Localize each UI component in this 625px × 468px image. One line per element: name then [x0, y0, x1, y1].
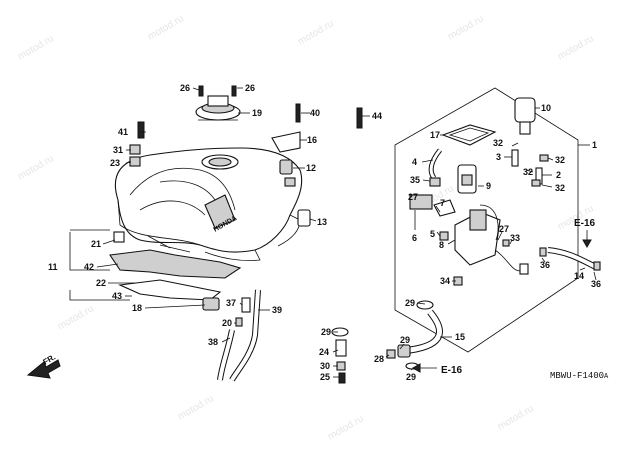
- callout-29: 29: [400, 335, 410, 345]
- callout-32: 32: [555, 183, 565, 193]
- callout-14: 14: [574, 271, 584, 281]
- fuel-pump-group-outline: [394, 87, 579, 353]
- callout-27: 27: [499, 224, 509, 234]
- callout-42: 42: [84, 262, 94, 272]
- callout-numbers: 26 26 19 41 31 23 40 16 12 13 44 21 11 4…: [48, 83, 601, 382]
- watermark: motod.ru: [326, 413, 366, 442]
- watermark: motod.ru: [56, 303, 96, 332]
- watermark: motod.ru: [556, 33, 596, 62]
- diagram-code-number: F1400: [577, 371, 604, 381]
- watermark: motod.ru: [296, 18, 336, 47]
- callout-6: 6: [412, 233, 417, 243]
- callout-5: 5: [430, 229, 435, 239]
- callout-40: 40: [310, 108, 320, 118]
- reference-label: E-16: [574, 218, 596, 229]
- callout-18: 18: [132, 303, 142, 313]
- callout-21: 21: [91, 239, 101, 249]
- watermark: motod.ru: [176, 393, 216, 422]
- svg-text:MBWU-F1400A: MBWU-F1400A: [550, 371, 609, 381]
- callout-41: 41: [118, 127, 128, 137]
- callout-37: 37: [226, 298, 236, 308]
- watermark: motod.ru: [146, 13, 186, 42]
- callout-9: 9: [486, 181, 491, 191]
- leader-lines: [69, 87, 597, 378]
- tank-hardware-left: [113, 121, 145, 243]
- fuel-tank: HONDA: [114, 147, 303, 261]
- callout-15: 15: [455, 332, 465, 342]
- callout-17: 17: [430, 130, 440, 140]
- callout-33: 33: [510, 233, 520, 243]
- callout-19: 19: [252, 108, 262, 118]
- fuel-feed-hose: [331, 276, 463, 384]
- callout-34: 34: [440, 276, 450, 286]
- callout-30: 30: [320, 361, 330, 371]
- callout-29: 29: [321, 327, 331, 337]
- callout-26: 26: [180, 83, 190, 93]
- diagram-code-suffix: A: [604, 373, 609, 381]
- callout-31: 31: [113, 145, 123, 155]
- watermark: motod.ru: [16, 153, 56, 182]
- callout-44: 44: [372, 111, 382, 121]
- callout-27: 27: [408, 192, 418, 202]
- watermark: motod.ru: [496, 403, 536, 432]
- callout-24: 24: [319, 347, 329, 357]
- callout-8: 8: [439, 240, 444, 250]
- front-direction-arrow: FR.: [26, 352, 61, 379]
- tank-drain-hoses: [202, 289, 261, 382]
- callout-43: 43: [112, 291, 122, 301]
- breather-hose-right: [539, 247, 601, 271]
- callout-25: 25: [320, 372, 330, 382]
- callout-20: 20: [222, 318, 232, 328]
- diagram-code: MBWU-F1400A: [550, 371, 609, 381]
- callout-32: 32: [523, 167, 533, 177]
- callout-35: 35: [410, 175, 420, 185]
- callout-39: 39: [272, 305, 282, 315]
- watermark: motod.ru: [16, 33, 56, 62]
- callout-26: 26: [245, 83, 255, 93]
- tank-hardware-right: [271, 103, 311, 227]
- callout-38: 38: [208, 337, 218, 347]
- callout-22: 22: [96, 278, 106, 288]
- callout-11: 11: [48, 262, 58, 272]
- reference-label: E-16: [441, 365, 463, 376]
- callout-29: 29: [405, 298, 415, 308]
- watermark: motod.ru: [446, 13, 486, 42]
- callout-32: 32: [555, 155, 565, 165]
- callout-29: 29: [406, 372, 416, 382]
- tank-rubber-sheets: [109, 235, 242, 301]
- callout-36: 36: [540, 260, 550, 270]
- callout-7: 7: [440, 198, 445, 208]
- callout-10: 10: [541, 103, 551, 113]
- diagram-code-prefix: MBWU-: [550, 371, 577, 381]
- callout-28: 28: [374, 354, 384, 364]
- bolt-44: [356, 107, 363, 129]
- callout-13: 13: [317, 217, 327, 227]
- callout-23: 23: [110, 158, 120, 168]
- callout-2: 2: [556, 170, 561, 180]
- callout-3: 3: [496, 152, 501, 162]
- fuel-pump-assembly: [409, 97, 549, 275]
- callout-32: 32: [493, 138, 503, 148]
- callout-16: 16: [307, 135, 317, 145]
- reference-e16-bottom: E-16: [411, 363, 463, 376]
- callout-4: 4: [412, 157, 417, 167]
- fuel-cap-assembly: [195, 85, 241, 121]
- callout-36: 36: [591, 279, 601, 289]
- callout-12: 12: [306, 163, 316, 173]
- reference-e16-top: E-16: [574, 218, 596, 249]
- callout-1: 1: [592, 140, 597, 150]
